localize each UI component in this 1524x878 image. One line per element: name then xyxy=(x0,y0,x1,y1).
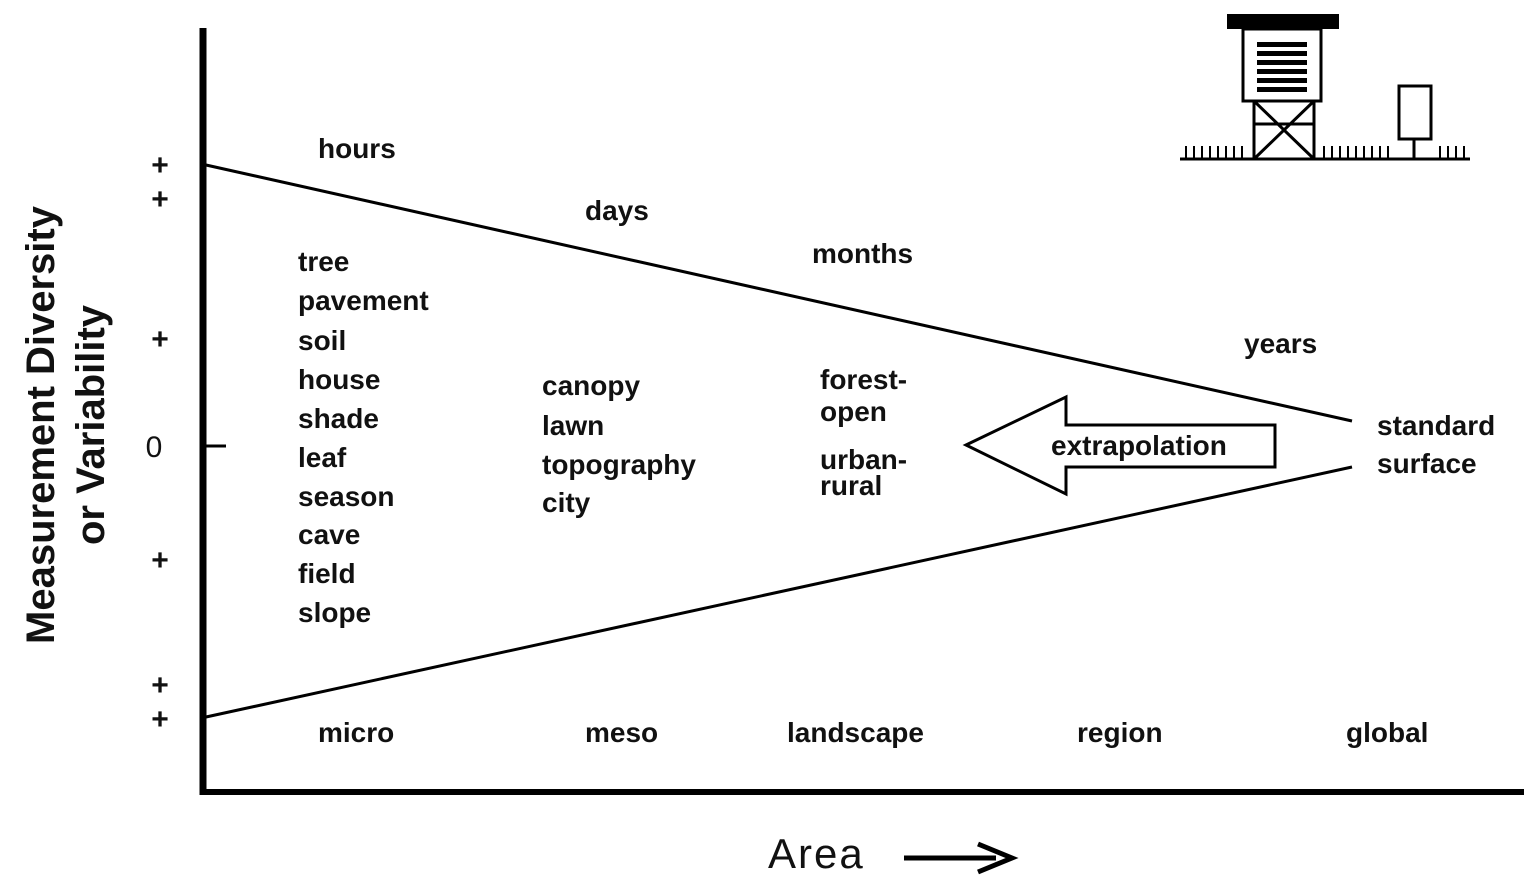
time-label-years: years xyxy=(1244,328,1317,359)
y-tick-plus-4: + xyxy=(151,544,169,577)
y-tick-zero: 0 xyxy=(146,431,163,464)
extrapolation-label: extrapolation xyxy=(1051,430,1227,461)
x-axis-title: Area xyxy=(768,830,865,877)
standard-label: standard xyxy=(1377,410,1495,441)
upper-bound-line xyxy=(205,163,1353,423)
micro-item-cave: cave xyxy=(298,519,360,550)
right-arrow-icon xyxy=(904,841,1019,875)
y-tick-plus-2: + xyxy=(151,183,169,216)
time-label-months: months xyxy=(812,238,913,269)
micro-item-season: season xyxy=(298,481,395,512)
y-tick-plus-3: + xyxy=(151,323,169,356)
micro-item-slope: slope xyxy=(298,597,371,628)
lower-bound-line xyxy=(205,465,1353,719)
meso-item-canopy: canopy xyxy=(542,370,640,401)
scale-label-micro: micro xyxy=(318,717,394,748)
landscape-item-open: open xyxy=(820,396,887,427)
micro-item-pavement: pavement xyxy=(298,285,429,316)
scale-label-meso: meso xyxy=(585,717,658,748)
scale-label-region: region xyxy=(1077,717,1163,748)
landscape-item-rural: rural xyxy=(820,470,882,501)
surface-label: surface xyxy=(1377,448,1477,479)
meso-item-topography: topography xyxy=(542,449,696,480)
time-label-hours: hours xyxy=(318,133,396,164)
weather-station-icon xyxy=(1180,14,1470,161)
micro-item-field: field xyxy=(298,558,356,589)
micro-item-leaf: leaf xyxy=(298,442,347,473)
scale-label-landscape: landscape xyxy=(787,717,924,748)
micro-item-soil: soil xyxy=(298,325,346,356)
micro-item-shade: shade xyxy=(298,403,379,434)
micro-item-tree: tree xyxy=(298,246,349,277)
y-tick-plus-1: + xyxy=(151,149,169,182)
time-label-days: days xyxy=(585,195,649,226)
y-tick-plus-5: + xyxy=(151,669,169,702)
landscape-item-forest: forest- xyxy=(820,364,907,395)
y-axis-title-line2: or Variability xyxy=(69,304,113,545)
landscape-item-urban: urban- xyxy=(820,444,907,475)
y-tick-plus-6: + xyxy=(151,703,169,736)
meso-item-lawn: lawn xyxy=(542,410,604,441)
extrapolation-arrow xyxy=(962,394,1277,497)
meso-item-city: city xyxy=(542,487,591,518)
scale-label-global: global xyxy=(1346,717,1428,748)
y-axis-title-line1: Measurement Diversity xyxy=(19,205,63,644)
micro-item-house: house xyxy=(298,364,380,395)
